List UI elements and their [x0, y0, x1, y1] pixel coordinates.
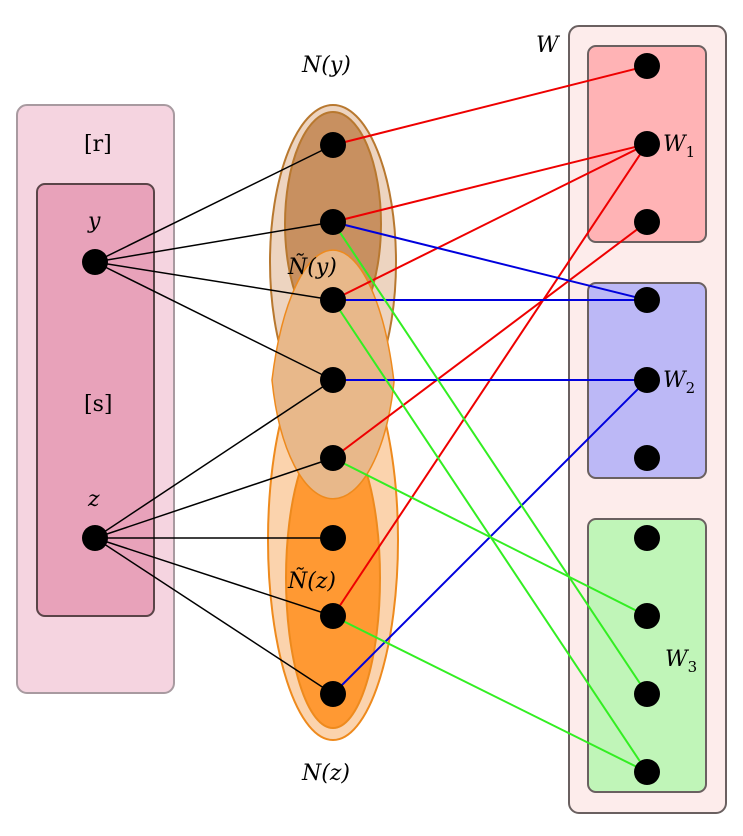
vertex-n2: [320, 209, 346, 235]
label-z: z: [87, 487, 100, 512]
label-W3: W3: [665, 647, 697, 676]
vertex-w2b: [634, 367, 660, 393]
vertex-w3a: [634, 525, 660, 551]
vertex-n5: [320, 445, 346, 471]
edge: [332, 457, 648, 617]
vertex-w1c: [634, 209, 660, 235]
set-s-box: [36, 183, 155, 617]
edge: [94, 537, 334, 695]
vertex-w3d: [634, 759, 660, 785]
vertex-n1: [320, 132, 346, 158]
vertex-n4: [320, 367, 346, 393]
label-Nz: N(z): [301, 761, 350, 786]
label-s: [s]: [84, 392, 112, 417]
black-edges: [94, 144, 334, 695]
vertex-w2c: [634, 445, 660, 471]
label-W: W: [536, 33, 561, 58]
label-y: y: [87, 209, 101, 234]
edge: [94, 144, 334, 263]
label-Ntilde-y: Ñ(y): [287, 252, 337, 280]
vertex-w1b: [634, 131, 660, 157]
edge: [332, 221, 648, 301]
edge: [332, 221, 648, 459]
vertex-w1a: [634, 53, 660, 79]
label-W2: W2: [663, 368, 695, 397]
vertex-w3c: [634, 681, 660, 707]
edge: [94, 537, 334, 617]
vertex-w2a: [634, 287, 660, 313]
vertex-n8: [320, 681, 346, 707]
vertex-z: [82, 525, 108, 551]
edge: [94, 221, 334, 263]
vertex-w3b: [634, 603, 660, 629]
vertex-n6: [320, 525, 346, 551]
edge: [332, 143, 648, 301]
vertex-n3: [320, 287, 346, 313]
vertex-y: [82, 249, 108, 275]
edge: [332, 143, 648, 223]
edge: [94, 261, 334, 381]
vertex-n7: [320, 603, 346, 629]
label-Ny: N(y): [301, 53, 351, 78]
edge: [332, 65, 648, 146]
edge: [332, 615, 648, 773]
label-W1: W1: [663, 132, 695, 161]
label-Ntilde-z: Ñ(z): [287, 566, 336, 594]
edge: [94, 379, 334, 539]
set-W3-box: [587, 518, 707, 793]
label-r: [r]: [84, 132, 112, 157]
vertices: [82, 53, 660, 785]
edge: [94, 261, 334, 301]
edge: [332, 221, 648, 695]
green-edges: [332, 221, 648, 773]
edge: [94, 457, 334, 539]
